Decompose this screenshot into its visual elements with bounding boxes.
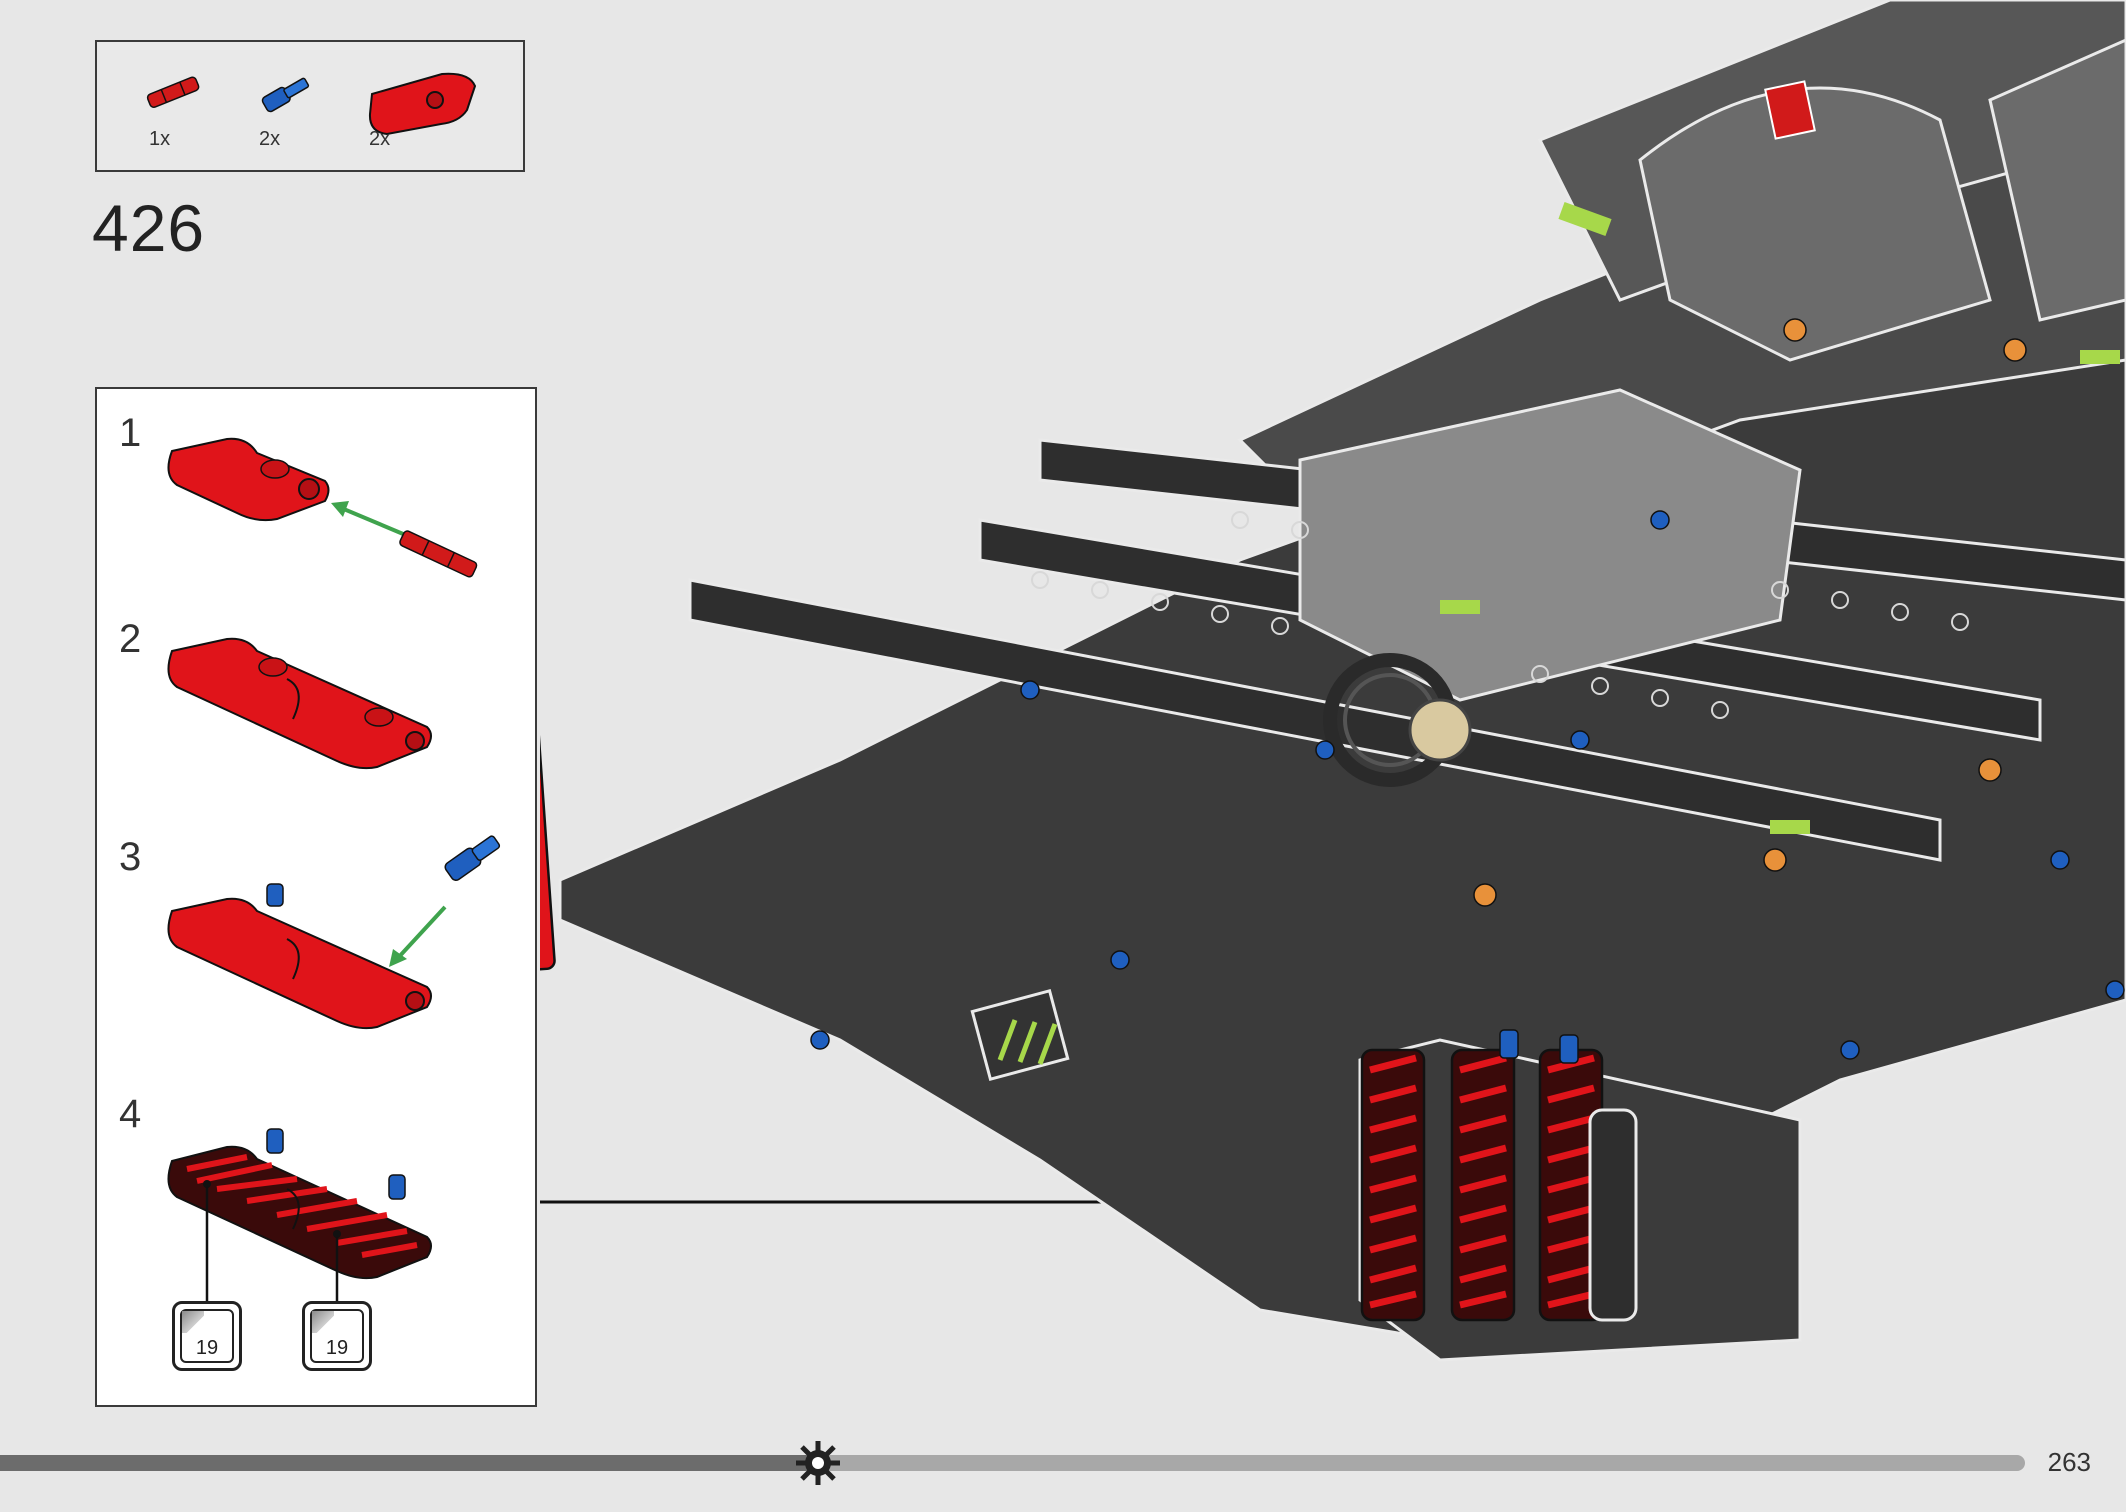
chassis — [558, 0, 2126, 1342]
sticker-number: 19 — [325, 1337, 349, 1359]
substep-2-illustration — [167, 637, 432, 770]
part-qty-3: 2x — [369, 128, 391, 150]
progress-fill — [0, 1455, 815, 1471]
gear-icon — [796, 1441, 840, 1485]
step-number: 426 — [92, 191, 206, 265]
blue-axle-pin-icon — [444, 835, 501, 881]
page-number: 263 — [2047, 1447, 2091, 1477]
parts-list: 1x 2x 2x — [95, 40, 525, 172]
arrow-icon — [395, 905, 447, 961]
substep-4-illustration — [167, 1128, 432, 1301]
substep-3-illustration — [167, 835, 501, 1030]
substep-number-4: 4 — [119, 1092, 142, 1136]
red-panel-icon — [368, 72, 477, 136]
red-pin-icon — [146, 76, 200, 109]
part-qty-1: 1x — [149, 128, 171, 150]
sticker-number: 19 — [195, 1337, 219, 1359]
part-qty-2: 2x — [259, 128, 281, 150]
right-flap-assembly — [1358, 1029, 1802, 1362]
substep-number-3: 3 — [119, 835, 142, 879]
substep-number-1: 1 — [119, 411, 142, 455]
subassembly-panel: 1 2 3 4 — [95, 387, 537, 1407]
progress-track — [800, 1455, 2025, 1471]
substep-illustrations — [167, 437, 501, 1301]
substep-number-2: 2 — [119, 617, 142, 661]
substep-1-illustration — [167, 437, 478, 578]
parts-graphics — [146, 72, 477, 136]
arrow-icon — [338, 505, 416, 541]
blue-axle-pin-icon — [261, 77, 310, 113]
model-illustration — [540, 0, 2126, 1362]
sticker-icon: 19 — [302, 1301, 372, 1371]
red-pin-icon — [399, 530, 478, 578]
blue-axle-pin-icon — [266, 883, 284, 907]
left-flap-assembly — [540, 678, 556, 972]
sticker-icon: 19 — [172, 1301, 242, 1371]
